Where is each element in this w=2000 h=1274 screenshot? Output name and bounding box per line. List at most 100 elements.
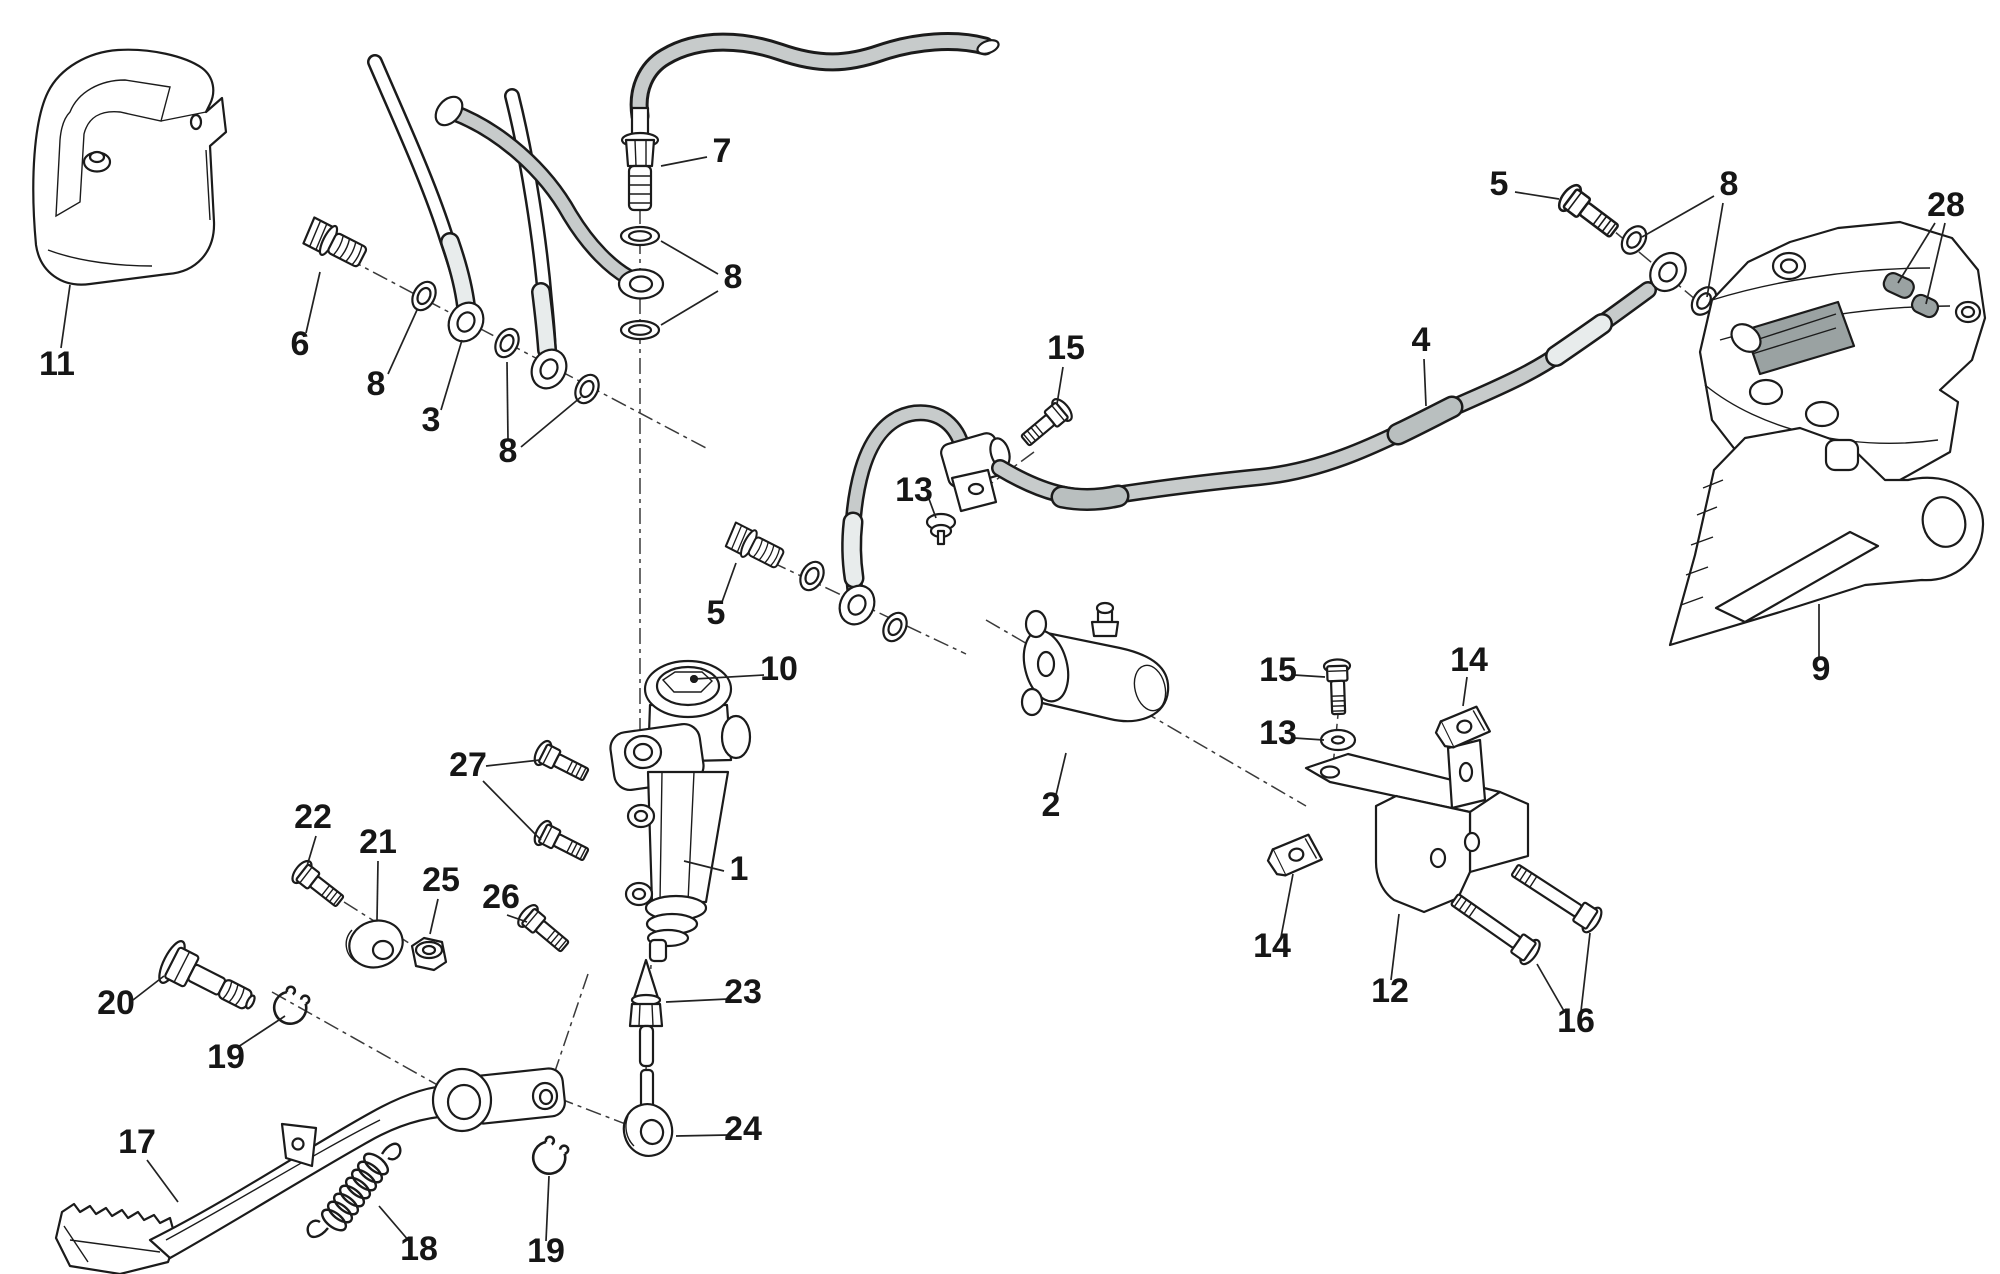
- callout-8: 8: [724, 258, 743, 296]
- leader-line-26: [506, 914, 528, 923]
- leader-line-19: [237, 1015, 286, 1048]
- leader-line-8: [1706, 202, 1724, 298]
- guard-tab-hole: [189, 113, 203, 131]
- return-spring-18: [306, 1142, 402, 1239]
- callout-4: 4: [1412, 321, 1431, 359]
- callout-28: 28: [1927, 186, 1965, 224]
- bolt-22: [287, 856, 349, 913]
- leader-line-21: [376, 860, 379, 921]
- leader-line-2: [1055, 752, 1067, 796]
- leader-line-13: [928, 498, 937, 519]
- callout-3: 3: [422, 401, 441, 439]
- mid-hose-assembly: [722, 394, 1077, 647]
- callout-5: 5: [1490, 165, 1509, 203]
- leader-line-28: [1897, 222, 1936, 284]
- leader-line-23: [665, 998, 729, 1003]
- callout-11: 11: [39, 345, 75, 383]
- callout-2: 2: [1042, 786, 1061, 824]
- axle-boss-hole: [1921, 496, 1967, 548]
- spacer-21: [345, 919, 404, 969]
- grommet-13: [925, 512, 957, 546]
- callout-8: 8: [1720, 165, 1739, 203]
- callout-8: 8: [499, 432, 518, 470]
- callout-15: 15: [1259, 651, 1297, 689]
- leader-line-14: [1280, 873, 1294, 938]
- leader-line-20: [132, 975, 165, 1001]
- leader-line-6: [305, 271, 321, 334]
- leader-line-10: [693, 674, 765, 680]
- bolt-27: [530, 737, 593, 788]
- leader-line-8: [506, 361, 509, 441]
- leader-line-1: [683, 860, 725, 872]
- pushrod-23: [628, 958, 664, 1068]
- leader-line-16: [1536, 963, 1565, 1012]
- mc-rod-nub: [648, 938, 668, 963]
- banjo-bolt-5: [722, 519, 788, 574]
- leader-line-11: [60, 284, 71, 349]
- leader-line-7: [660, 156, 708, 167]
- leader-dot-10: [690, 675, 698, 683]
- callout-24: 24: [724, 1110, 762, 1148]
- washer-8: [619, 225, 661, 247]
- leader-line-19: [545, 1175, 550, 1242]
- callout-14: 14: [1450, 641, 1488, 679]
- callout-26: 26: [482, 878, 520, 916]
- leader-line-15: [1293, 674, 1326, 678]
- washer-13: [1319, 728, 1357, 752]
- leader-line-25: [429, 898, 439, 935]
- washer-8: [489, 323, 525, 363]
- callout-14: 14: [1253, 927, 1291, 965]
- leader-line-24: [675, 1134, 729, 1137]
- bolt-15: [1015, 394, 1077, 452]
- mount-bracket-12: [1304, 738, 1530, 914]
- leader-line-27: [482, 780, 542, 841]
- leader-line-13: [1293, 737, 1325, 741]
- hose-3-assembly: [299, 54, 605, 409]
- leader-line-5: [721, 562, 737, 603]
- caliper-inlet-port: [1730, 323, 1762, 353]
- callout-15: 15: [1047, 329, 1085, 367]
- bolt-16: [1445, 886, 1545, 969]
- hose-4: [991, 281, 1657, 511]
- washer-8: [1615, 220, 1653, 260]
- banjo-eye-hose-3b: [523, 342, 575, 396]
- reservoir-cap-10: [643, 659, 733, 719]
- brake-pad: [1743, 300, 1856, 376]
- callout-12: 12: [1371, 972, 1409, 1010]
- callout-8: 8: [367, 365, 386, 403]
- slide-pin-boss: [1824, 438, 1860, 472]
- callout-16: 16: [1557, 1002, 1595, 1040]
- fitting-pipe: [630, 106, 650, 136]
- pad-pin-28: [1882, 272, 1915, 299]
- banjo-bolt-6: [299, 214, 371, 274]
- leader-line-8: [520, 396, 582, 448]
- pad-pin-28: [1910, 293, 1940, 319]
- hose-end-cap: [434, 95, 464, 127]
- brake-caliper: [1668, 220, 1987, 647]
- junction-tab-hole: [967, 482, 985, 496]
- leader-line-8: [660, 240, 719, 275]
- callout-17: 17: [118, 1123, 156, 1161]
- caliper-bracket: [1668, 426, 1985, 647]
- banjo-eye-hose-3: [440, 295, 492, 349]
- leader-line-14: [1462, 676, 1468, 707]
- leader-line-3: [440, 339, 463, 411]
- leader-line-5: [1514, 191, 1560, 200]
- banjo-bolt-5: [1553, 180, 1625, 245]
- clip-nut-14: [1431, 703, 1493, 752]
- callout-23: 23: [724, 973, 762, 1011]
- washer-8: [619, 319, 661, 341]
- callout-7: 7: [713, 132, 732, 170]
- assembly-axis-lines: [271, 118, 1747, 1129]
- banjo-eye-top: [617, 268, 665, 300]
- leader-line-28: [1925, 222, 1946, 305]
- axis-pedal-pivot: [271, 991, 451, 1093]
- leader-line-16: [1580, 932, 1591, 1012]
- callout-10: 10: [760, 650, 798, 688]
- callout-19: 19: [207, 1038, 245, 1076]
- banjo-bolt-7: [620, 131, 660, 212]
- leader-line-18: [378, 1205, 410, 1242]
- washer-8: [794, 556, 830, 596]
- callout-27: 27: [449, 746, 487, 784]
